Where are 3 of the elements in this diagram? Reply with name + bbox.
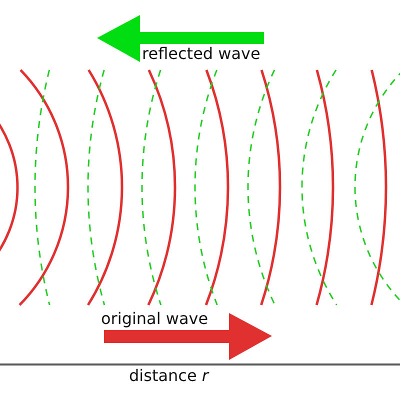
- wave-label: original wave: [101, 311, 208, 327]
- axis-label: distance r: [129, 368, 208, 384]
- wave-label: reflected wave: [142, 46, 260, 62]
